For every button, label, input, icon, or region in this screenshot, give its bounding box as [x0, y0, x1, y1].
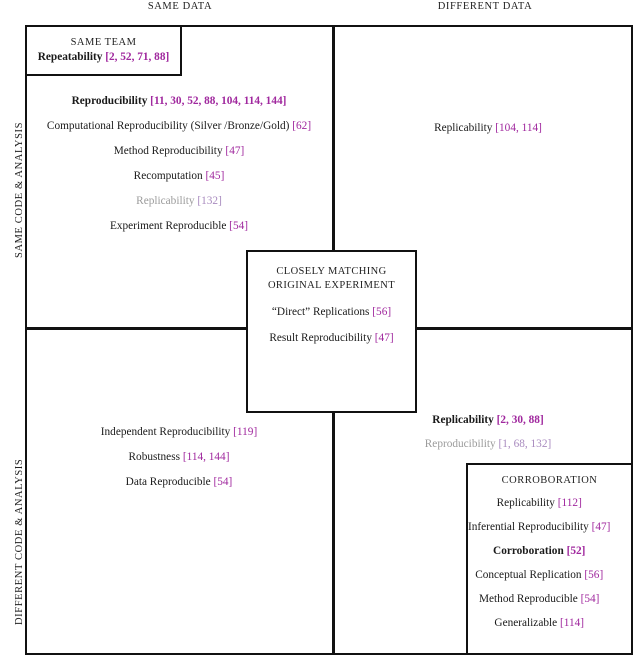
terminology-term: Experiment Reproducible — [109, 219, 227, 232]
terminology-term: Computational Reproducibility (Silver /B… — [46, 119, 290, 132]
terminology-term: Replicability — [136, 194, 195, 207]
quadrant-different-data-different-code: Replicability [2, 30, 88] Reproducibility… — [345, 414, 631, 451]
terminology-citations: [104, 114] — [492, 122, 542, 134]
terminology-term: “Direct” Replications — [271, 306, 370, 319]
terminology-entry: Replicability [2, 30, 88] — [345, 414, 631, 426]
corroboration-caption: CORROBORATION — [501, 475, 598, 486]
terminology-entry: Data Reproducible [54] — [36, 476, 322, 488]
terminology-term: Conceptual Replication — [475, 568, 582, 581]
quadrant-different-data-same-code: Replicability [104, 114] — [345, 122, 631, 134]
terminology-entry: Corroboration [52] — [468, 545, 610, 557]
terminology-citations: [47] — [588, 520, 611, 533]
terminology-entry: Replicability [112] — [468, 497, 610, 509]
terminology-citations: [132] — [194, 194, 222, 207]
terminology-entry: Recomputation [45] — [36, 170, 322, 182]
repeatability-entry: Repeatability [2, 52, 71, 88] — [27, 51, 180, 63]
terminology-term: Recomputation — [133, 169, 203, 182]
terminology-entry: Robustness [114, 144] — [36, 451, 322, 463]
terminology-citations: [47] — [222, 144, 245, 157]
terminology-citations: [114, 144] — [180, 450, 230, 463]
terminology-entry: “Direct” Replications [56] — [248, 306, 415, 318]
terminology-entry: Inferential Reproducibility [47] — [468, 521, 610, 533]
terminology-citations: [47] — [371, 331, 394, 344]
terminology-entry: Method Reproducible [54] — [468, 593, 610, 605]
terminology-entry: Independent Reproducibility [119] — [36, 426, 322, 438]
quadrant-same-data-same-code: Reproducibility [11, 30, 52, 88, 104, 11… — [36, 95, 322, 232]
repeatability-citations: [2, 52, 71, 88] — [105, 51, 170, 64]
terminology-term: Reproducibility — [424, 438, 496, 451]
terminology-term: Result Reproducibility — [269, 331, 372, 344]
corroboration-box: CORROBORATION Replicability [112] Inferen… — [466, 463, 633, 655]
terminology-citations: [45] — [202, 169, 225, 182]
column-header-same-data: SAME DATA — [147, 1, 213, 12]
terminology-entry: Method Reproducibility [47] — [36, 145, 322, 157]
terminology-entry: Experiment Reproducible [54] — [36, 220, 322, 232]
terminology-citations: [62] — [289, 119, 312, 132]
terminology-term: Data Reproducible — [125, 475, 211, 488]
terminology-term: Corroboration — [493, 544, 564, 557]
terminology-term: Robustness — [128, 450, 180, 463]
terminology-citations: [114] — [557, 616, 585, 629]
terminology-citations: [1, 68, 132] — [495, 438, 552, 451]
terminology-term: Replicability — [496, 497, 555, 509]
center-box-caption-line1: CLOSELY MATCHING — [276, 266, 387, 277]
corroboration-list: Replicability [112] Inferential Reproduci… — [468, 497, 610, 629]
terminology-entry: Reproducibility [11, 30, 52, 88, 104, 11… — [36, 95, 322, 107]
terminology-citations: [54] — [210, 475, 233, 488]
terminology-citations: [52] — [563, 544, 586, 557]
terminology-entry: Conceptual Replication [56] — [468, 569, 610, 581]
terminology-entry: Result Reproducibility [47] — [248, 332, 415, 344]
terminology-term: Independent Reproducibility — [100, 426, 231, 438]
quadrant-same-data-different-code: Independent Reproducibility [119] Robustn… — [36, 426, 322, 488]
center-box-list: “Direct” Replications [56] Result Reprodu… — [248, 306, 415, 344]
terminology-term: Replicability — [432, 414, 494, 426]
terminology-citations: [119] — [230, 426, 258, 438]
terminology-entry: Reproducibility [1, 68, 132] — [345, 438, 631, 450]
center-box-closely-matching: CLOSELY MATCHING ORIGINAL EXPERIMENT “Di… — [246, 250, 417, 413]
terminology-entry: Replicability [104, 114] — [345, 122, 631, 134]
terminology-citations: [54] — [577, 592, 600, 605]
terminology-term: Generalizable — [494, 616, 558, 629]
repeatability-term: Repeatability — [37, 51, 103, 64]
repeatability-caption: SAME TEAM — [70, 37, 137, 49]
terminology-term: Replicability — [434, 122, 493, 134]
terminology-citations: [11, 30, 52, 88, 104, 114, 144] — [147, 95, 287, 107]
column-header-different-data: DIFFERENT DATA — [437, 1, 533, 12]
terminology-entry: Computational Reproducibility (Silver /B… — [36, 120, 322, 132]
terminology-term: Method Reproducibility — [113, 144, 223, 157]
repeatability-box: SAME TEAM Repeatability [2, 52, 71, 88] — [25, 25, 182, 76]
terminology-term: Method Reproducible — [478, 592, 578, 605]
terminology-term: Reproducibility — [71, 95, 148, 107]
terminology-citations: [56] — [581, 568, 604, 581]
terminology-term: Inferential Reproducibility — [468, 520, 589, 533]
terminology-citations: [56] — [369, 306, 392, 319]
terminology-citations: [2, 30, 88] — [493, 414, 544, 426]
row-header-different-code: DIFFERENT CODE & ANALYSIS — [14, 458, 25, 625]
terminology-citations: [54] — [226, 219, 249, 232]
terminology-entry: Generalizable [114] — [468, 617, 610, 629]
center-box-caption-line2: ORIGINAL EXPERIMENT — [267, 280, 396, 292]
terminology-entry: Replicability [132] — [36, 195, 322, 207]
terminology-citations: [112] — [554, 497, 582, 509]
row-header-same-code: SAME CODE & ANALYSIS — [14, 121, 25, 258]
